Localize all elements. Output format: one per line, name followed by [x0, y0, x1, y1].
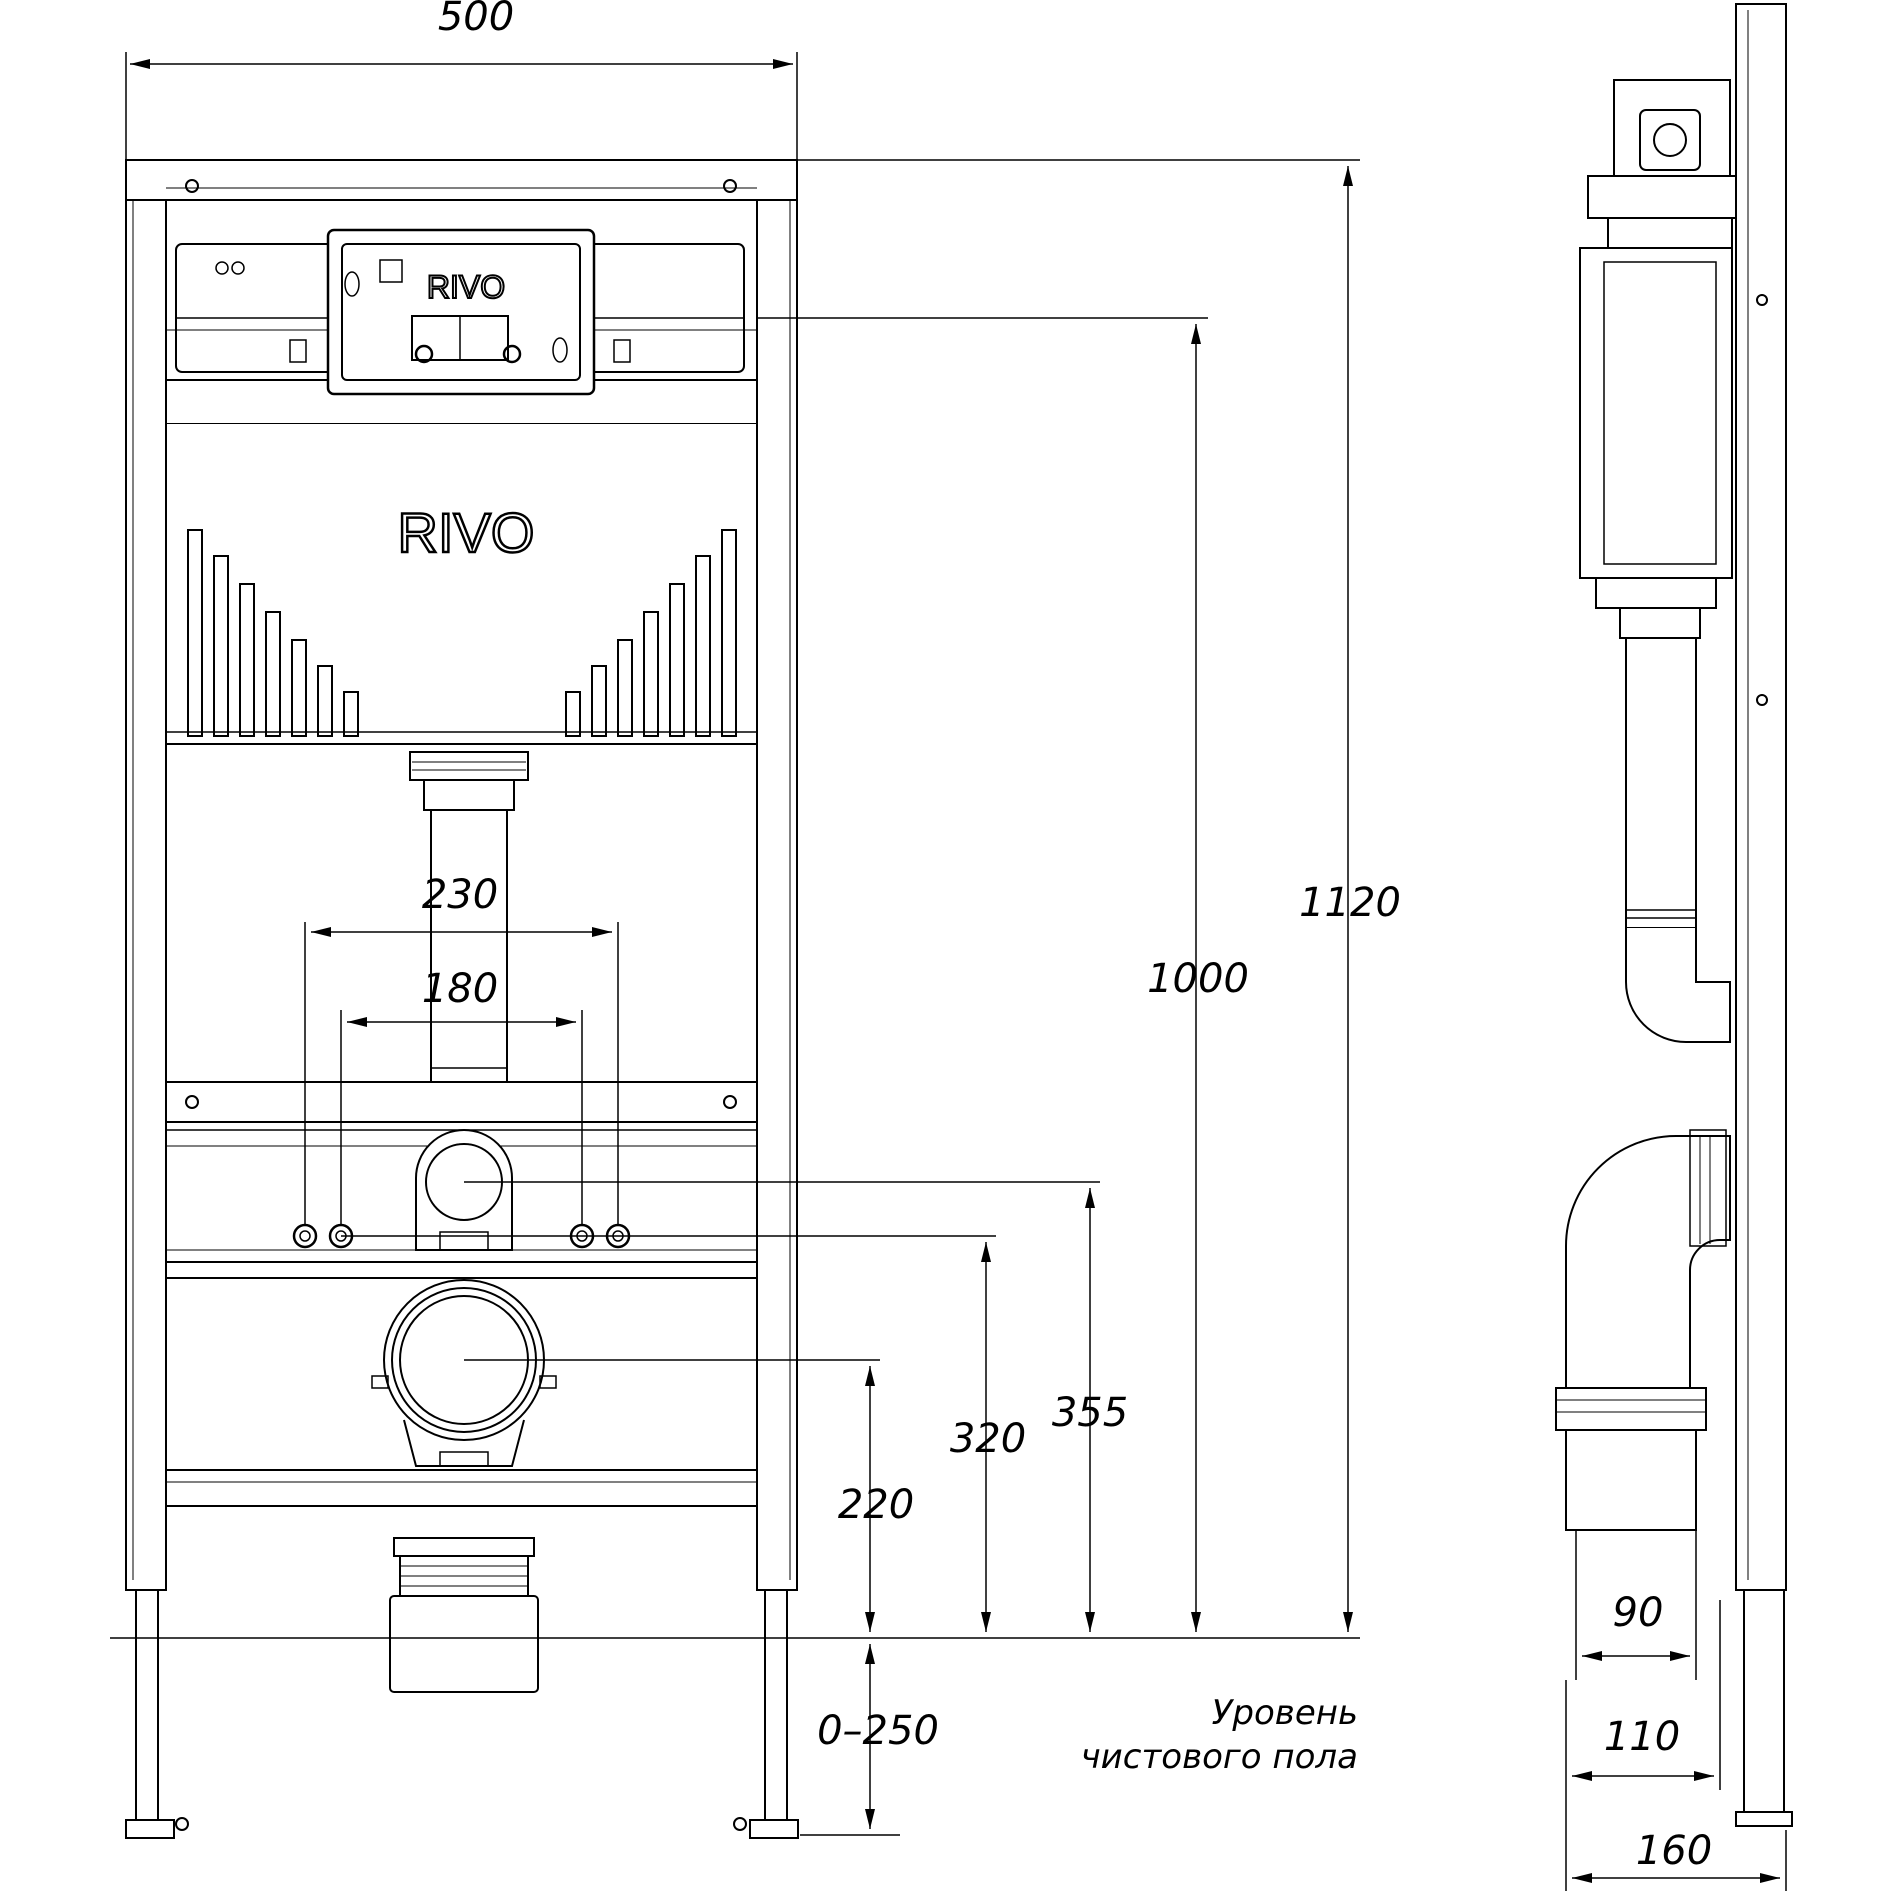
logo-small: RIVO	[427, 269, 505, 305]
floor-note-line2: чистового пола	[1081, 1737, 1358, 1777]
flush-outlet	[415, 1129, 513, 1251]
logo-large: RIVO	[398, 501, 535, 564]
dim-drain-height: 220	[838, 1482, 914, 1528]
dim-depth-fitting: 110	[1604, 1714, 1680, 1760]
service-window	[326, 228, 596, 396]
dim-depth-pipe: 90	[1613, 1590, 1664, 1636]
dim-depth-total: 160	[1636, 1828, 1712, 1874]
dim-width-total: 500	[438, 0, 514, 40]
dim-holes-inner: 180	[422, 966, 498, 1012]
flush-pipe	[409, 751, 529, 1083]
middle-crossbar	[165, 1081, 758, 1263]
dim-holes-outer: 230	[422, 872, 498, 918]
floor-note-line1: Уровень	[1212, 1693, 1358, 1733]
dimension-lines	[110, 52, 1787, 1891]
drain-section	[165, 1261, 758, 1693]
dim-flush-outlet-height: 355	[1052, 1390, 1128, 1436]
cistern-body	[165, 424, 758, 745]
dim-leg-range: 0–250	[817, 1708, 939, 1754]
dim-height-total: 1120	[1299, 880, 1401, 926]
front-frame	[125, 159, 799, 1839]
dim-bolts-height: 320	[950, 1416, 1026, 1462]
side-view	[1555, 3, 1793, 1827]
dim-height-button: 1000	[1147, 956, 1249, 1002]
mount-holes-top	[185, 179, 737, 193]
